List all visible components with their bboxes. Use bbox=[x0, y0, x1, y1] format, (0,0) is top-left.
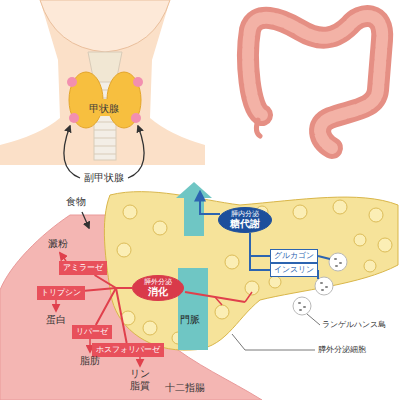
connector bbox=[96, 288, 132, 325]
portal-vein bbox=[178, 268, 208, 350]
islet-vessel bbox=[318, 256, 330, 279]
substrate-label: 澱粉 bbox=[48, 238, 68, 250]
parathyroid bbox=[131, 113, 141, 123]
acini bbox=[117, 200, 392, 344]
pointer-arrow bbox=[64, 126, 80, 178]
acinus bbox=[153, 221, 167, 235]
node-text: 消化 bbox=[144, 286, 172, 298]
endocrine-ellipse: 膵内分泌糖代謝 bbox=[218, 207, 272, 233]
organ-label: 副甲状腺 bbox=[84, 172, 124, 184]
node-text: グルカゴン bbox=[274, 251, 314, 260]
connector bbox=[250, 233, 270, 270]
substrate-label: 蛋白 bbox=[46, 314, 66, 326]
parathyroid bbox=[69, 113, 79, 123]
enzyme-box: ホスフォリパーゼ bbox=[92, 343, 164, 357]
enzyme-box: リパーゼ bbox=[72, 325, 112, 339]
node-text: ホスフォリパーゼ bbox=[96, 345, 160, 354]
part-label: 膵外分泌細胞 bbox=[318, 345, 366, 354]
exocrine-ellipse: 膵外分泌消化 bbox=[132, 275, 184, 301]
enzyme-arrow bbox=[55, 300, 57, 311]
organ-label: 甲状腺 bbox=[89, 103, 119, 115]
pancreas bbox=[104, 192, 398, 350]
acinus bbox=[354, 234, 366, 246]
node-heading: 膵内分泌 bbox=[230, 210, 260, 218]
node-text: 糖代謝 bbox=[230, 218, 260, 230]
input-label: 食物 bbox=[66, 196, 86, 208]
parathyroid bbox=[133, 77, 143, 87]
neck-skin bbox=[0, 0, 205, 165]
pointer-arrow bbox=[128, 126, 144, 178]
acinus bbox=[143, 321, 157, 335]
enzyme-arrow bbox=[139, 357, 141, 366]
acinus bbox=[369, 208, 383, 222]
node-text: リパーゼ bbox=[76, 327, 108, 336]
connector bbox=[116, 288, 132, 343]
part-label: ランゲルハンス島 bbox=[322, 320, 386, 329]
substrate-label: 脂肪 bbox=[80, 355, 100, 367]
ellipse-fill bbox=[133, 276, 184, 301]
thyroid-isthmus bbox=[88, 99, 122, 116]
organ-label: 十二指腸 bbox=[165, 382, 205, 394]
pancreatic-duct bbox=[215, 292, 252, 305]
enzyme-box: アミラーゼ bbox=[59, 261, 107, 275]
connector bbox=[95, 275, 132, 288]
node-text: アミラーゼ bbox=[63, 263, 103, 272]
acinus bbox=[117, 243, 131, 257]
islet bbox=[293, 297, 311, 315]
hormone-flow-arrow bbox=[200, 192, 220, 214]
colon bbox=[248, 16, 382, 148]
vessel-label: 門脈 bbox=[180, 314, 200, 326]
acinus bbox=[225, 255, 239, 269]
node-text: インスリン bbox=[274, 265, 314, 274]
islet bbox=[315, 277, 333, 295]
node-heading: 膵外分泌 bbox=[144, 278, 172, 286]
colon-haustra bbox=[248, 16, 382, 148]
enzyme-arrow bbox=[89, 339, 91, 352]
chin bbox=[40, 0, 170, 52]
acinus bbox=[378, 238, 392, 252]
connector bbox=[250, 233, 270, 256]
leader-line bbox=[307, 314, 320, 325]
acinus bbox=[364, 260, 376, 272]
substrate-label: リン 脂質 bbox=[130, 368, 152, 391]
node-text: トリプシン bbox=[41, 288, 81, 297]
acinus bbox=[123, 205, 137, 219]
acinus bbox=[333, 200, 347, 214]
ellipse-fill bbox=[219, 208, 272, 233]
portal-vein-arrow bbox=[176, 182, 212, 236]
leader-line bbox=[232, 334, 315, 350]
acinus bbox=[269, 276, 281, 288]
parathyroid bbox=[67, 77, 77, 87]
appendix bbox=[256, 120, 260, 136]
hormone-box: グルカゴン bbox=[270, 249, 318, 263]
islet bbox=[329, 253, 347, 271]
enzyme-arrow bbox=[60, 253, 66, 261]
acinus bbox=[293, 205, 307, 219]
food-arrow bbox=[82, 212, 89, 228]
acinus bbox=[215, 305, 229, 319]
hormone-box: インスリン bbox=[270, 263, 318, 277]
enzyme-box: トリプシン bbox=[37, 286, 85, 300]
